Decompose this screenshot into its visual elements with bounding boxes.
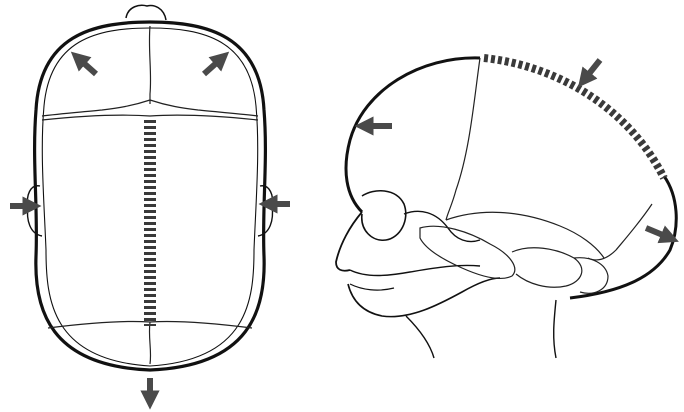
nose-outline bbox=[126, 5, 166, 20]
fontanelle-left bbox=[42, 100, 150, 116]
sagittal-suture-fused bbox=[484, 58, 664, 178]
cranium-outline bbox=[346, 58, 480, 212]
arrow-icon bbox=[204, 58, 222, 74]
neck-front bbox=[406, 316, 434, 358]
lambdoid-suture bbox=[588, 204, 652, 260]
neck-back bbox=[554, 300, 556, 358]
skull-side-view bbox=[336, 58, 676, 358]
arrow-icon bbox=[584, 60, 600, 80]
metopic-suture bbox=[149, 26, 150, 104]
sphenoid-region bbox=[420, 226, 515, 278]
arrow-icon bbox=[646, 228, 670, 238]
squamosal-suture bbox=[446, 212, 604, 258]
nose-profile bbox=[336, 212, 362, 271]
coronal-suture bbox=[42, 115, 258, 120]
skull-top-view bbox=[10, 5, 290, 400]
eye-orbit bbox=[362, 191, 406, 240]
mandible-outline bbox=[348, 278, 500, 317]
temporal-region bbox=[512, 248, 582, 288]
fontanelle-right bbox=[150, 100, 258, 116]
coronal-suture bbox=[446, 58, 480, 220]
lower-lip bbox=[350, 284, 394, 290]
occipital-suture bbox=[149, 322, 150, 364]
arrow-icon bbox=[78, 58, 96, 74]
